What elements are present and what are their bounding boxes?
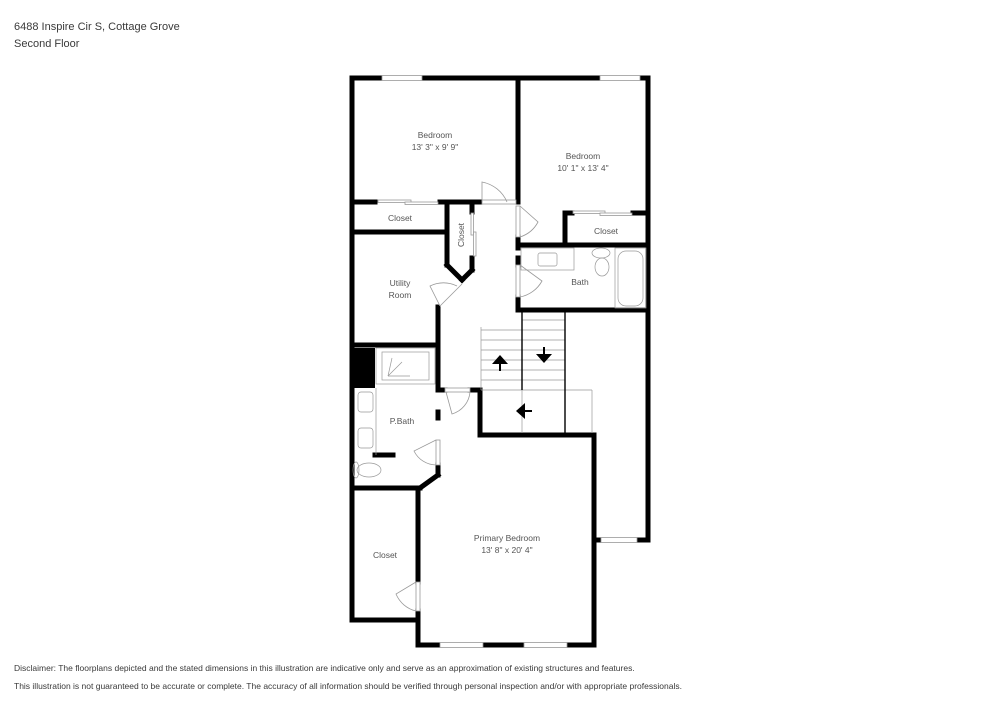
arrow-up-icon (492, 355, 508, 371)
room-bedroom-2: Bedroom 10' 1" x 13' 4" (557, 150, 608, 174)
room-pbath: P.Bath (389, 416, 415, 426)
room-name: Primary Bedroom (473, 533, 541, 543)
arrow-down-icon (536, 347, 552, 363)
cabinet (354, 348, 375, 388)
room-name-line2: Room (388, 290, 412, 300)
room-closet-primary: Closet (372, 550, 398, 560)
room-closet-2: Closet (593, 226, 619, 236)
windows (381, 75, 641, 648)
disclaimer-line-1: Disclaimer: The floorplans depicted and … (14, 663, 635, 673)
arrow-left-icon (516, 403, 532, 419)
swing-doors (395, 181, 543, 612)
room-closet-1: Closet (387, 213, 413, 223)
room-name: Bedroom (417, 130, 453, 140)
room-utility: Utility Room (389, 277, 412, 301)
property-address: 6488 Inspire Cir S, Cottage Grove (14, 21, 180, 33)
room-dimensions: 13' 3" x 9' 9" (411, 142, 459, 152)
room-primary-bedroom: Primary Bedroom 13' 8" x 20' 4" (474, 532, 540, 556)
stair-arrows (492, 347, 552, 419)
room-name: Utility (389, 278, 411, 288)
room-bath: Bath (571, 277, 589, 287)
stair-rails (521, 310, 566, 435)
room-dimensions: 13' 8" x 20' 4" (481, 545, 533, 555)
disclaimer-line-2: This illustration is not guaranteed to b… (14, 681, 682, 691)
walls (349, 75, 651, 648)
pbath-fixtures (352, 347, 436, 479)
room-bedroom-1: Bedroom 13' 3" x 9' 9" (412, 129, 459, 153)
bath-fixtures (520, 247, 647, 309)
room-dimensions: 10' 1" x 13' 4" (557, 163, 609, 173)
room-name: Bedroom (565, 151, 601, 161)
stairs (480, 310, 593, 433)
floor-label: Second Floor (14, 38, 80, 50)
room-closet-hall: Closet (456, 222, 466, 248)
sliding-doors (377, 199, 633, 257)
